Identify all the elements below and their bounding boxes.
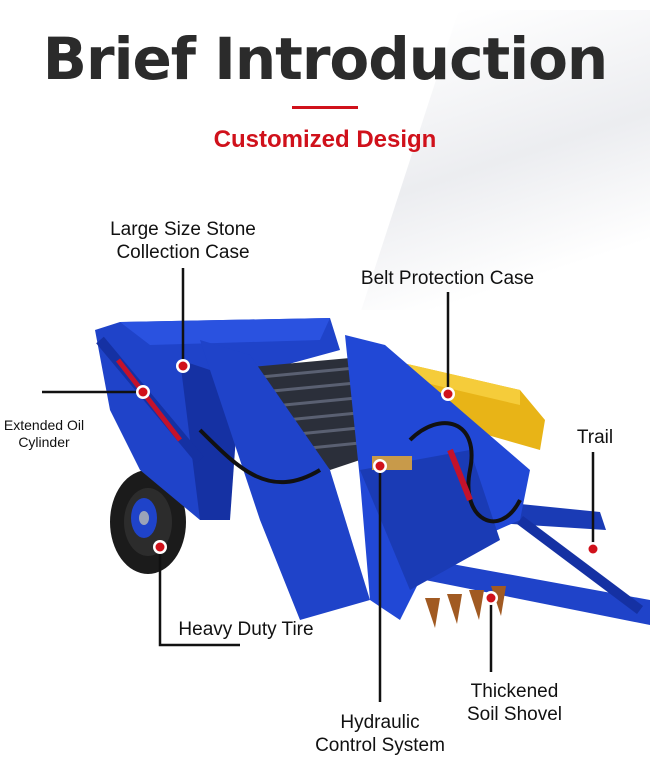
marker-oil-cylinder [136, 385, 150, 399]
callout-hydraulic-line2: Control System [315, 735, 445, 756]
stone-case-top-edge [120, 318, 330, 345]
callout-trail: Trail [576, 427, 614, 448]
page-subtitle: Customized Design [213, 126, 437, 153]
marker-belt-case [441, 387, 455, 401]
callout-belt-protection-case: Belt Protection Case [360, 268, 535, 289]
marker-tire [153, 540, 167, 554]
hydraulic-hose-rear [198, 428, 322, 485]
leader-tire [158, 548, 240, 647]
callout-hydraulic-line1: Hydraulic [340, 712, 420, 733]
callout-stone-collection-case: Large Size Stone Collection Case [98, 218, 268, 264]
marker-soil-shovel [484, 591, 498, 605]
callout-hydraulic-control-system: Hydraulic Control System [300, 711, 460, 757]
callout-stone-line1: Large Size Stone [110, 219, 256, 240]
hydraulic-hose [408, 421, 522, 524]
front-cylinder-rod [447, 448, 473, 502]
callout-thickened-soil-shovel: Thickened Soil Shovel [452, 680, 577, 726]
callout-shovel-line2: Soil Shovel [466, 704, 563, 725]
callout-extended-oil-cylinder: Extended Oil Cylinder [0, 417, 88, 451]
marker-hydraulic [373, 459, 387, 473]
callout-shovel-line1: Thickened [470, 681, 559, 702]
marker-trail [586, 542, 600, 556]
belt-case-highlight [390, 360, 520, 405]
oil-cylinder-rod [116, 358, 182, 442]
marker-stone-case [176, 359, 190, 373]
callout-heavy-duty-tire: Heavy Duty Tire [178, 619, 314, 640]
trailer-drawbar [425, 560, 650, 625]
soil-shovel-teeth [425, 586, 506, 628]
callout-stone-line2: Collection Case [116, 242, 250, 263]
wheel-cap [139, 511, 149, 525]
callout-oil-line2: Cylinder [18, 434, 70, 450]
callout-oil-line1: Extended Oil [3, 417, 85, 433]
page-title: Brief Introduction [42, 25, 608, 93]
trailer-brace [517, 516, 643, 614]
title-divider [292, 106, 358, 109]
